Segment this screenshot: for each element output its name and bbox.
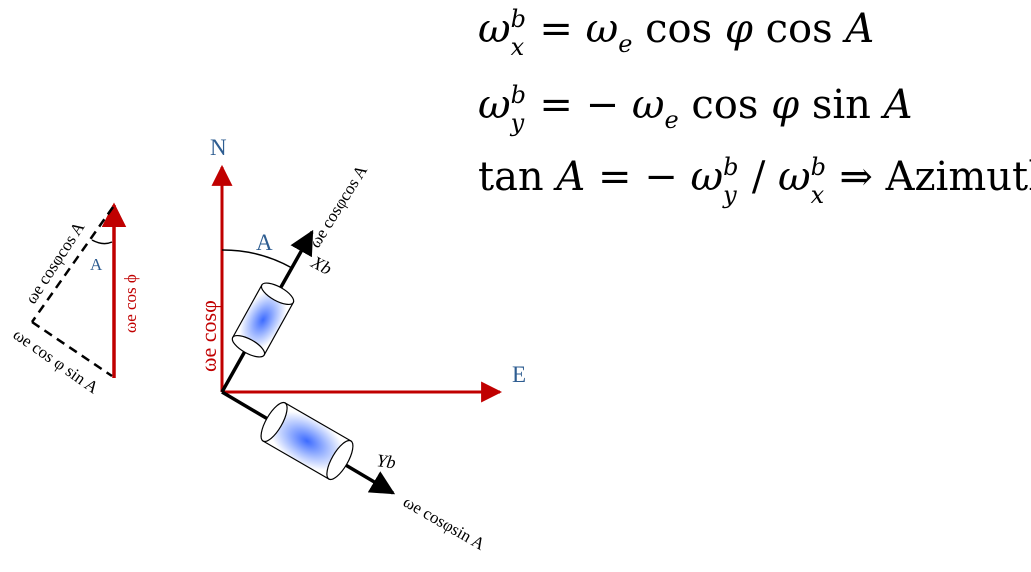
east-label: E — [512, 362, 526, 387]
main-diagram: N E ωe cosφ A Xb Yb ωe cosφcos A ωe cosφ… — [196, 135, 526, 554]
north-label: N — [210, 135, 227, 160]
xb-label: Xb — [307, 251, 335, 279]
left-angle-arc — [91, 239, 113, 245]
left-angle-label: A — [90, 255, 103, 274]
upper-dashed-line — [30, 206, 115, 323]
yb-component-label: ωe cosφsin A — [400, 492, 489, 554]
xb-gyro — [231, 282, 295, 358]
yb-gyro — [260, 401, 354, 481]
vertical-vector-label: ωe cos ϕ — [121, 274, 140, 333]
equation-tan-azimuth: tan A = − ωby / ωbx ⇒ Azimuth — [478, 153, 1031, 209]
north-component-label: ωe cosφ — [196, 300, 221, 372]
left-triangle: A ωe cos ϕ ωe cosφcos A ωe cos φ sin A — [10, 202, 140, 398]
upper-dashed-label: ωe cosφcos A — [21, 218, 88, 308]
main-angle-label: A — [256, 230, 273, 255]
yb-label: Yb — [375, 450, 397, 472]
lower-dashed-line — [31, 320, 113, 378]
xb-component-label: ωe cosφcos A — [305, 161, 371, 251]
main-angle-arc — [221, 249, 293, 269]
